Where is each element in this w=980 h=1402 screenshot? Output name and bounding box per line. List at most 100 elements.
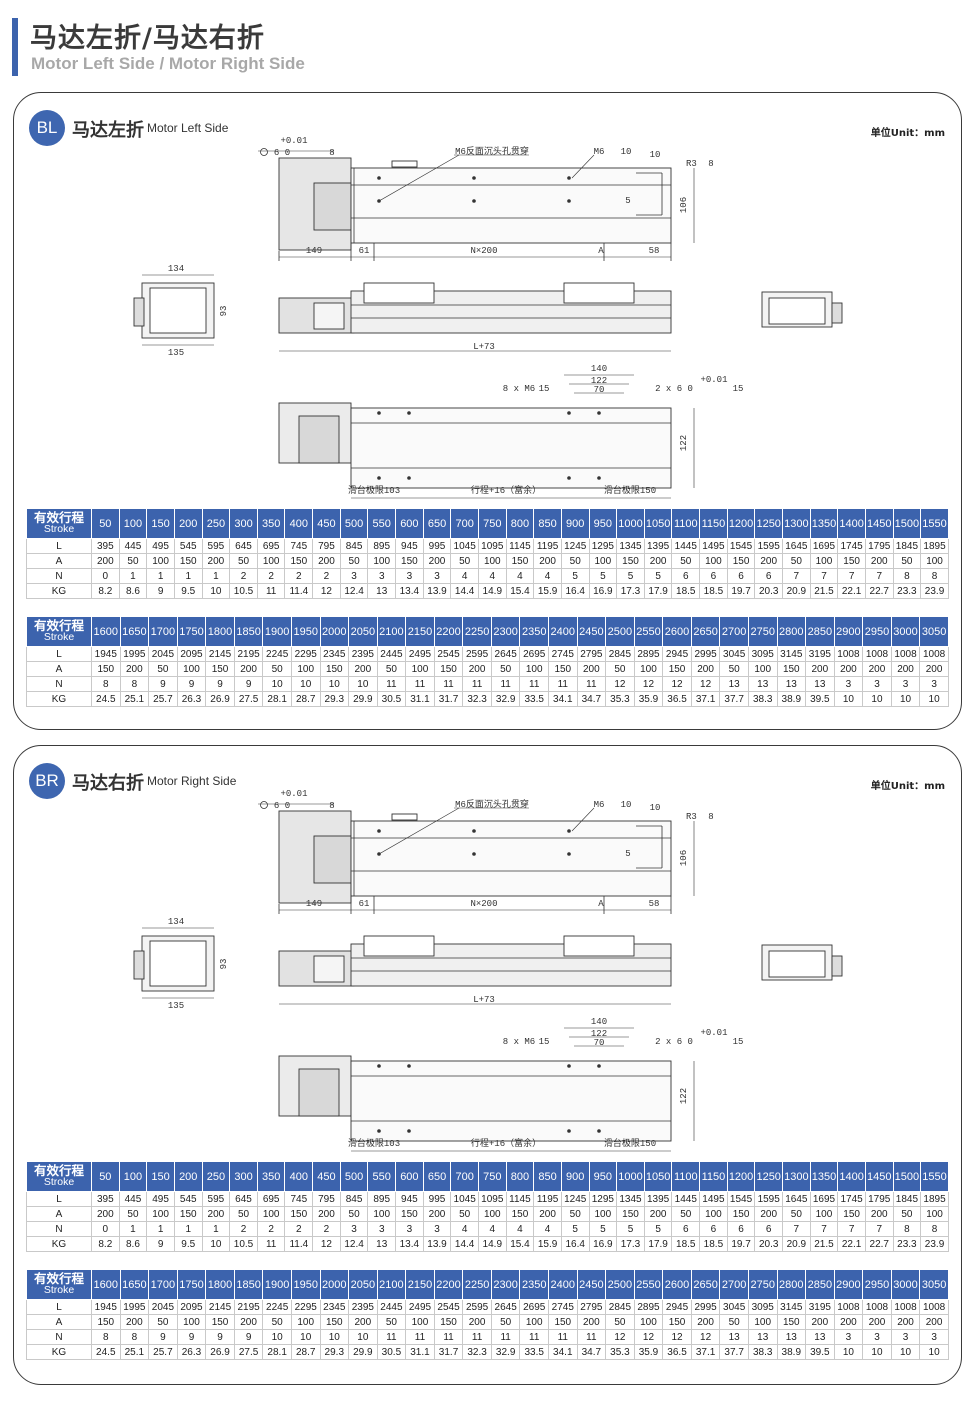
table-cell: 150 [319,661,350,677]
table-cell: 50 [262,1314,292,1330]
drawing-shape [350,167,672,244]
drawing-shape [313,835,352,884]
table-cell: 1245 [560,1191,590,1207]
dimension-label: 58 [649,899,660,909]
drawing-shape [391,813,418,821]
dimension-label: +0.01 [700,1028,727,1038]
table-cell: 1195 [533,1191,562,1207]
stroke-value: 2350 [519,1269,549,1300]
table-cell: 100 [699,553,728,569]
dimension-label: 134 [168,264,184,274]
table-cell: 100 [146,553,175,569]
table-cell: 6 [671,568,701,584]
stroke-value: 250 [201,1161,231,1192]
stroke-value: 1650 [119,616,150,647]
table-cell: 1795 [864,538,894,554]
table-cell: 200 [890,661,921,677]
table-cell: 50 [118,1206,148,1222]
table-cell: 19.7 [726,1236,756,1252]
hole-marker [567,852,571,856]
table-cell: 50 [671,1206,701,1222]
dimension-label: 140 [591,1017,607,1027]
dimension-label: R3 [686,159,697,169]
stroke-value: 2450 [576,616,607,647]
stroke-value: 400 [284,508,314,539]
stroke-value: 300 [229,508,258,539]
table-cell: 150 [726,553,756,569]
table-cell: 2395 [348,1299,378,1315]
table-cell: 2795 [576,1299,607,1315]
dimension-label: 5 [625,849,630,859]
table-cell: 2545 [433,1299,464,1315]
table-cell: 745 [284,1191,314,1207]
stroke-value: 1950 [290,1269,321,1300]
table-cell: 13 [747,676,778,692]
hole-marker [567,476,571,480]
row-label: N [26,568,92,584]
table-cell: 200 [312,1206,341,1222]
hole-marker [472,829,476,833]
dimension-label: 70 [594,385,605,395]
table-cell: 11 [376,676,407,692]
table-cell: 13.4 [395,583,424,599]
table-cell: 11 [405,676,435,692]
table-cell: 8.6 [118,583,148,599]
table-cell: 200 [91,1206,120,1222]
drawing-shape [133,950,145,980]
table-cell: 20.3 [754,583,784,599]
table-cell: 50 [450,553,479,569]
table-cell: 1295 [588,1191,618,1207]
table-cell: 100 [519,1314,549,1330]
table-cell: 1745 [837,538,866,554]
stroke-value: 2800 [776,616,807,647]
table-cell: 11 [576,676,607,692]
table-cell: 26.3 [176,691,207,707]
table-cell: 1045 [450,538,479,554]
table-cell: 1008 [833,1299,864,1315]
table-cell: 2445 [376,646,407,662]
dimension-label: L+73 [473,342,495,352]
hole-marker [567,411,571,415]
table-cell: 20.9 [782,583,811,599]
stroke-value: 2350 [519,616,549,647]
table-cell: 795 [312,1191,341,1207]
dimension-label: 93 [219,306,229,317]
table-cell: 150 [319,1314,350,1330]
hole-marker [377,1129,381,1133]
stroke-value: 2900 [833,1269,864,1300]
table-cell: 11 [548,676,578,692]
table-cell: 30.5 [376,691,407,707]
table-cell: 595 [201,538,231,554]
table-cell: 1 [201,568,231,584]
table-cell: 745 [284,538,314,554]
table-cell: 845 [339,538,369,554]
table-cell: 895 [367,538,397,554]
table-cell: 50 [490,661,521,677]
dimension-label: 122 [679,435,689,451]
table-cell: 2645 [490,1299,521,1315]
stroke-header-en: Stroke [43,522,75,535]
table-cell: 32.3 [462,1344,492,1360]
hole-marker [567,829,571,833]
table-cell: 14.4 [450,583,479,599]
table-cell: 50 [892,1206,922,1222]
table-cell: 50 [782,553,811,569]
section-title-en: Motor Left Side [147,121,229,135]
table-cell: 1995 [119,646,150,662]
table-cell: 2245 [262,1299,292,1315]
table-cell: 1008 [862,646,892,662]
table-cell: 22.7 [864,583,894,599]
table-cell: 36.5 [662,691,692,707]
table-cell: 2595 [462,646,492,662]
stroke-value: 3000 [890,1269,921,1300]
table-cell: 1595 [754,538,784,554]
dimension-label: 15 [733,1037,744,1047]
table-cell: 39.5 [805,1344,835,1360]
table-cell: 150 [173,1206,203,1222]
table-cell: 12 [690,676,721,692]
table-cell: 10 [319,1329,350,1345]
